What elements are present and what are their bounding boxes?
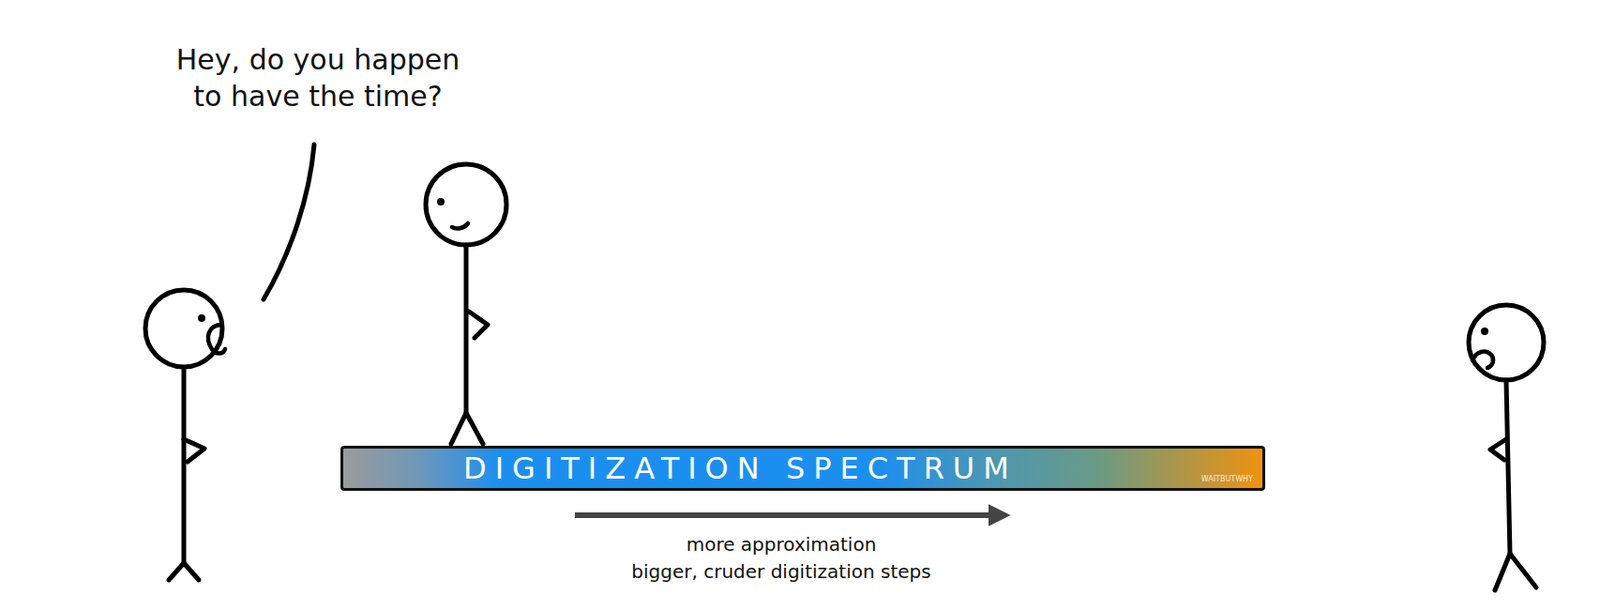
spectrum-bar: DIGITIZATION SPECTRUM WAITBUTWHY (340, 445, 1266, 491)
spectrum-title: DIGITIZATION SPECTRUM (463, 450, 1018, 486)
eye (1480, 327, 1489, 335)
right-stick-figure (1468, 304, 1544, 590)
eye (197, 314, 206, 322)
axis-note: more approximation (686, 532, 877, 556)
left-stick-figure (145, 289, 226, 580)
eye (437, 197, 445, 206)
direction-arrow (574, 512, 1002, 518)
watermark: WAITBUTWHY (1201, 474, 1253, 484)
speech-line (263, 144, 315, 300)
speech-text: Hey, do you happen to have the time? (163, 41, 473, 115)
axis-note: bigger, cruder digitization steps (631, 559, 931, 583)
middle-stick-figure (425, 164, 507, 444)
